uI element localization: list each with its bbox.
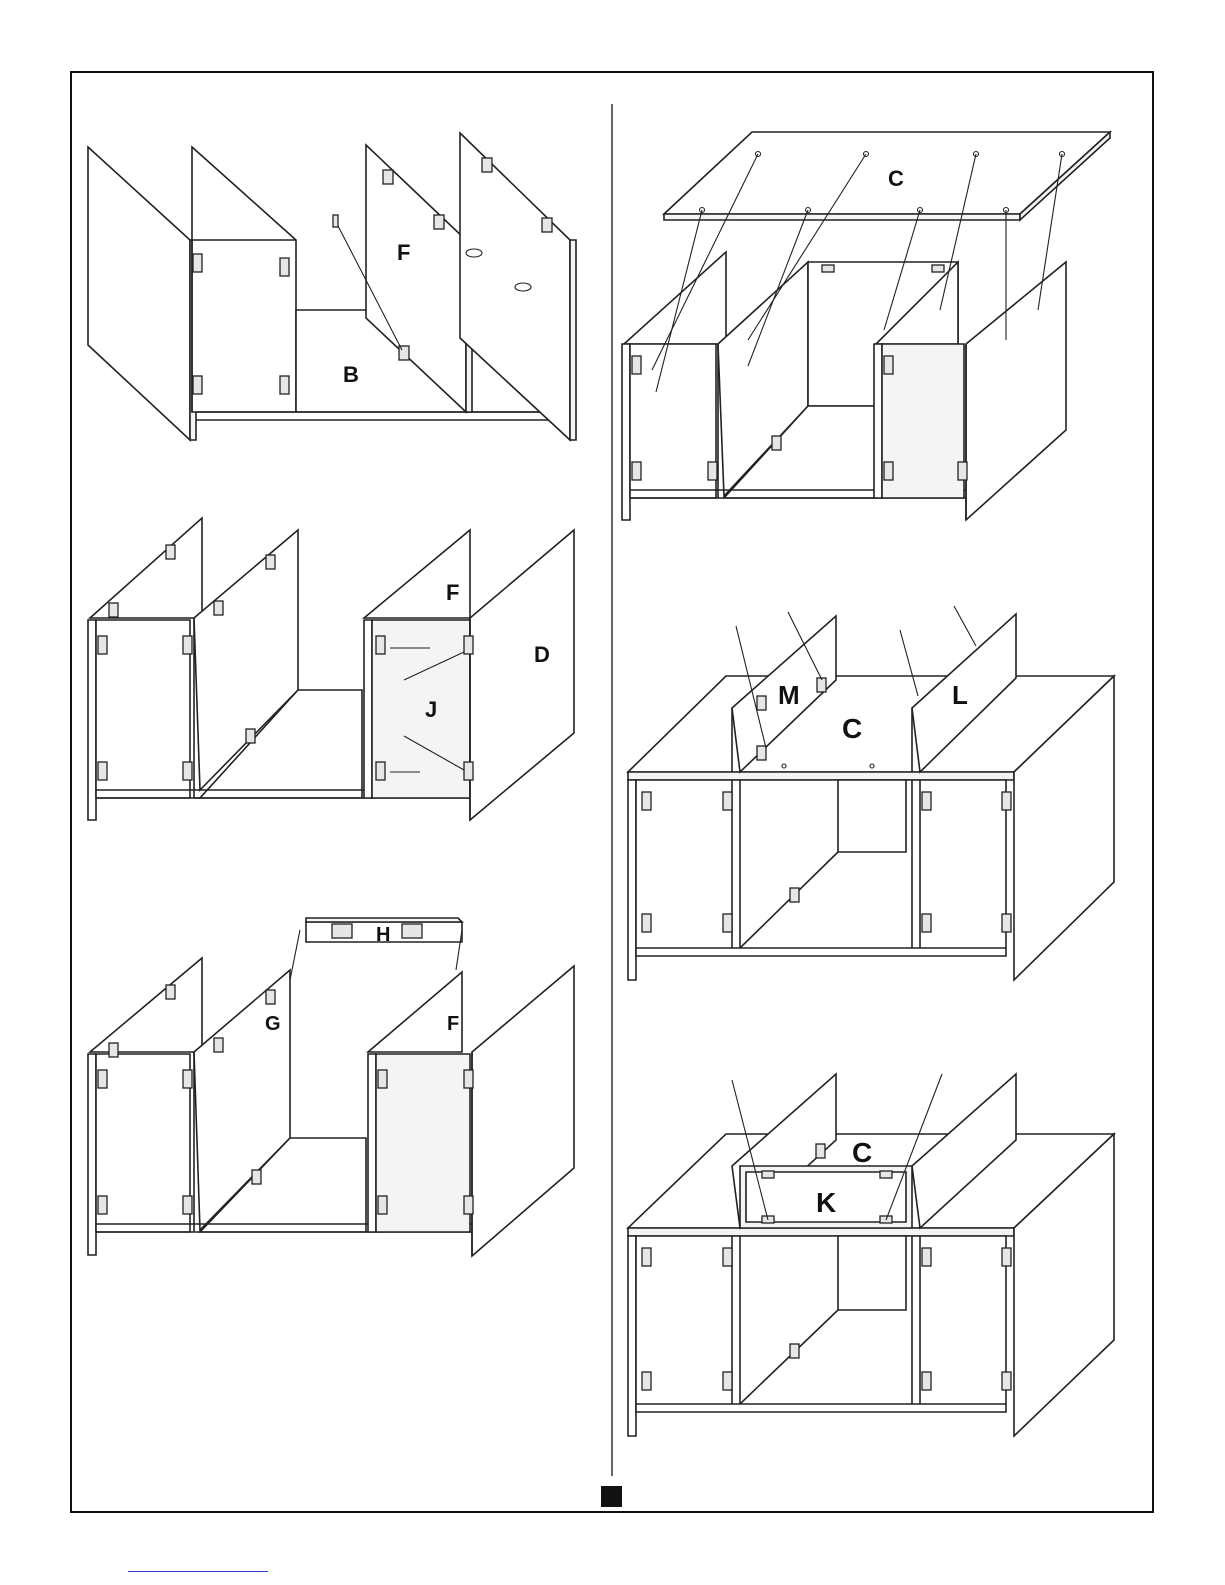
- part-label-k: K: [816, 1187, 836, 1218]
- step-2-diagram: F D J: [88, 518, 574, 820]
- part-label-f: F: [397, 240, 410, 265]
- step-3-diagram: H G F: [88, 918, 574, 1256]
- part-label-h: H: [376, 924, 390, 946]
- part-label-f: F: [446, 580, 459, 605]
- part-label-g: G: [265, 1013, 281, 1035]
- step-4-diagram: C: [622, 132, 1110, 520]
- part-label-d: D: [534, 642, 550, 667]
- footer-underline: [128, 1571, 268, 1572]
- part-label-b: B: [343, 362, 359, 387]
- part-label-c: C: [842, 713, 862, 744]
- part-label-c: C: [888, 166, 904, 191]
- part-label-l: L: [952, 680, 968, 710]
- part-label-f: F: [447, 1013, 459, 1035]
- step-6-diagram: C K: [628, 1074, 1114, 1436]
- part-label-c: C: [852, 1137, 872, 1168]
- part-label-j: J: [425, 697, 437, 722]
- page-marker-square: [601, 1486, 622, 1507]
- part-label-m: M: [778, 680, 800, 710]
- step-1-diagram: F B: [88, 133, 576, 440]
- step-5-diagram: M C L: [628, 606, 1114, 980]
